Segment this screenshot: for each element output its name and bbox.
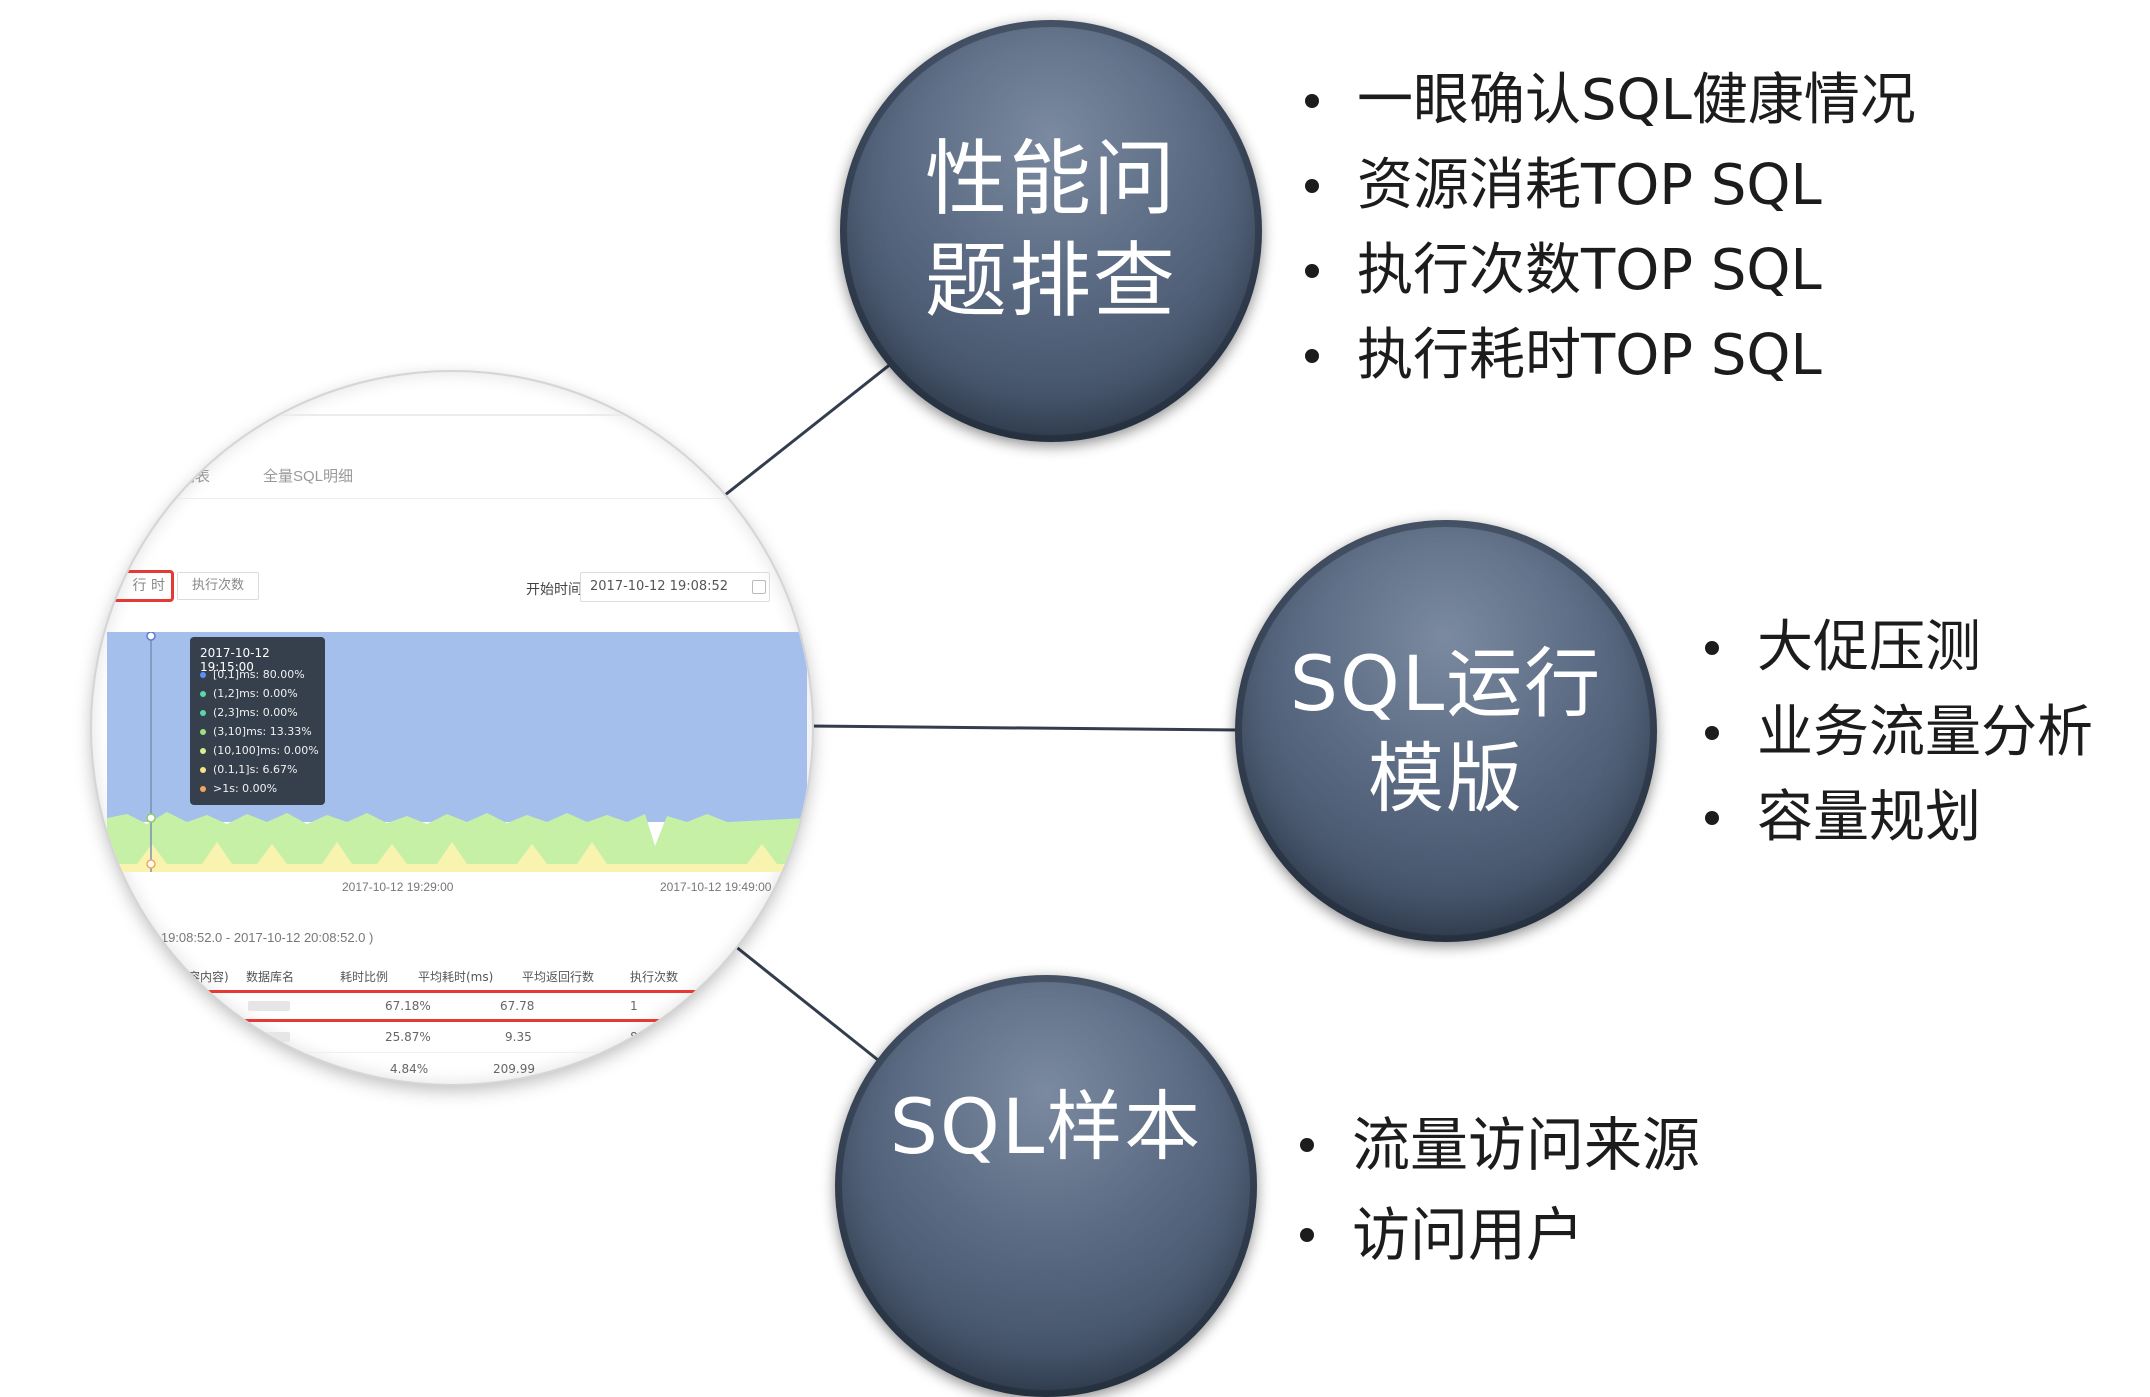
connector-template bbox=[807, 724, 1239, 732]
band-yellow bbox=[107, 842, 807, 872]
tooltip-row: (1,2]ms: 0.00% bbox=[200, 684, 298, 703]
table-cell: 25.87% bbox=[385, 1030, 431, 1044]
start-time-label: 开始时间 bbox=[526, 581, 582, 597]
bullet-item: 访问用户 bbox=[1300, 1190, 1700, 1280]
topic-title: 性能问 题排查 bbox=[924, 131, 1177, 330]
connector-perf bbox=[724, 361, 893, 497]
tooltip-row: (10,100]ms: 0.00% bbox=[200, 741, 319, 760]
tooltip-row-text: >1s: 0.00% bbox=[213, 782, 278, 795]
tooltip-row: >1s: 0.00% bbox=[200, 779, 277, 798]
legend-dot-icon bbox=[200, 747, 206, 754]
legend-dot-icon bbox=[200, 671, 206, 678]
column-header[interactable]: 耗时比例 bbox=[340, 970, 389, 984]
legend-dot-icon bbox=[200, 728, 206, 735]
legend-dot-icon bbox=[200, 785, 206, 792]
x-axis-tick: 2017-10-12 19:29:00 bbox=[342, 880, 454, 894]
legend-dot-icon bbox=[200, 709, 206, 716]
table-cell: 67.78 bbox=[500, 999, 535, 1013]
exec-time-button[interactable]: 行 时 bbox=[112, 570, 174, 602]
tooltip-row-text: (3,10]ms: 13.33% bbox=[213, 725, 312, 738]
bullet-list-sample: 流量访问来源 访问用户 bbox=[1300, 1100, 1700, 1280]
tooltip-row-text: (0.1,1]s: 6.67% bbox=[213, 763, 298, 776]
hover-point bbox=[146, 859, 156, 869]
chart-tooltip: 2017-10-12 19:15:00 [0,1]ms: 80.00% (1,2]… bbox=[190, 637, 325, 805]
x-axis-tick: 2017-10-12 19:49:00 bbox=[660, 880, 772, 894]
bullet-item: 执行次数TOP SQL bbox=[1305, 228, 1916, 313]
topic-circle-sample: SQL样本 bbox=[835, 975, 1257, 1397]
legend-dot-icon bbox=[200, 766, 206, 773]
start-time-input[interactable]: 2017-10-12 19:08:52 bbox=[580, 572, 770, 602]
bullet-item: 资源消耗TOP SQL bbox=[1305, 143, 1916, 228]
tooltip-title: 2017-10-12 19:15:00 bbox=[200, 646, 270, 674]
calendar-icon[interactable] bbox=[752, 580, 766, 594]
column-header: 容内容) bbox=[188, 970, 229, 984]
bullet-item: 一眼确认SQL健康情况 bbox=[1305, 58, 1916, 143]
divider bbox=[100, 414, 800, 416]
tooltip-row-text: (1,2]ms: 0.00% bbox=[213, 687, 298, 700]
column-header[interactable]: 平均返回行数 bbox=[522, 970, 595, 984]
table-cell: 9.35 bbox=[505, 1030, 532, 1044]
bullet-list-performance: 一眼确认SQL健康情况 资源消耗TOP SQL 执行次数TOP SQL 执行耗时… bbox=[1305, 58, 1916, 398]
column-header[interactable]: 执行次数 bbox=[630, 970, 679, 984]
topic-circle-performance: 性能问 题排查 bbox=[840, 20, 1262, 442]
topic-circle-template: SQL运行 模版 bbox=[1235, 520, 1657, 942]
tooltip-row-text: (2,3]ms: 0.00% bbox=[213, 706, 298, 719]
bullet-item: 大促压测 bbox=[1705, 605, 2093, 690]
time-range-text: 2 19:08:52.0 - 2017-10-12 20:08:52.0 ) bbox=[150, 930, 374, 945]
table-cell: 8 bbox=[630, 1030, 638, 1044]
topic-title: SQL样本 bbox=[889, 1081, 1203, 1171]
bullet-item: 业务流量分析 bbox=[1705, 690, 2093, 775]
dashboard-screenshot: 列表 全量SQL明细 行 时 执行次数 开始时间 2017-10-12 19:0… bbox=[92, 372, 812, 1084]
tooltip-row: (0.1,1]s: 6.67% bbox=[200, 760, 297, 779]
bullet-item: 流量访问来源 bbox=[1300, 1100, 1700, 1190]
band-green bbox=[107, 812, 807, 864]
column-header: 数据库名 bbox=[246, 970, 295, 984]
hover-point bbox=[146, 813, 156, 823]
table-cell: 67.18% bbox=[385, 999, 431, 1013]
table-cell: 4.84% bbox=[390, 1062, 429, 1076]
table-header: 容内容) 数据库名 耗时比例 平均耗时(ms) 平均返回行数 执行次数 bbox=[100, 960, 720, 990]
redacted-db-name bbox=[248, 1001, 290, 1011]
hover-point bbox=[146, 632, 156, 641]
tooltip-row-text: [0,1]ms: 80.00% bbox=[213, 668, 305, 681]
tooltip-row: [0,1]ms: 80.00% bbox=[200, 665, 305, 684]
bullet-list-template: 大促压测 业务流量分析 容量规划 bbox=[1705, 605, 2093, 860]
tooltip-row: (2,3]ms: 0.00% bbox=[200, 703, 298, 722]
tooltip-row-text: (10,100]ms: 0.00% bbox=[213, 744, 319, 757]
tooltip-row: (3,10]ms: 13.33% bbox=[200, 722, 312, 741]
redacted-db-name bbox=[248, 1032, 290, 1042]
tab-full-sql-detail[interactable]: 全量SQL明细 bbox=[263, 468, 354, 485]
exec-count-button[interactable]: 执行次数 bbox=[177, 572, 259, 600]
column-header[interactable]: 平均耗时(ms) bbox=[418, 970, 494, 984]
highlighted-row-frame bbox=[190, 990, 710, 1022]
table-cell: 1 bbox=[630, 999, 638, 1013]
bullet-item: 容量规划 bbox=[1705, 775, 2093, 860]
connector-lines bbox=[724, 361, 1239, 1062]
table-cell: 209.99 bbox=[493, 1062, 535, 1076]
bullet-item: 执行耗时TOP SQL bbox=[1305, 313, 1916, 398]
connector-sample bbox=[734, 944, 879, 1062]
topic-title: SQL运行 模版 bbox=[1289, 639, 1603, 823]
divider bbox=[100, 498, 800, 499]
dashboard-magnifier: 列表 全量SQL明细 行 时 执行次数 开始时间 2017-10-12 19:0… bbox=[92, 372, 812, 1084]
legend-dot-icon bbox=[200, 690, 206, 697]
divider bbox=[190, 1052, 710, 1053]
tab-list[interactable]: 列表 bbox=[180, 468, 211, 485]
